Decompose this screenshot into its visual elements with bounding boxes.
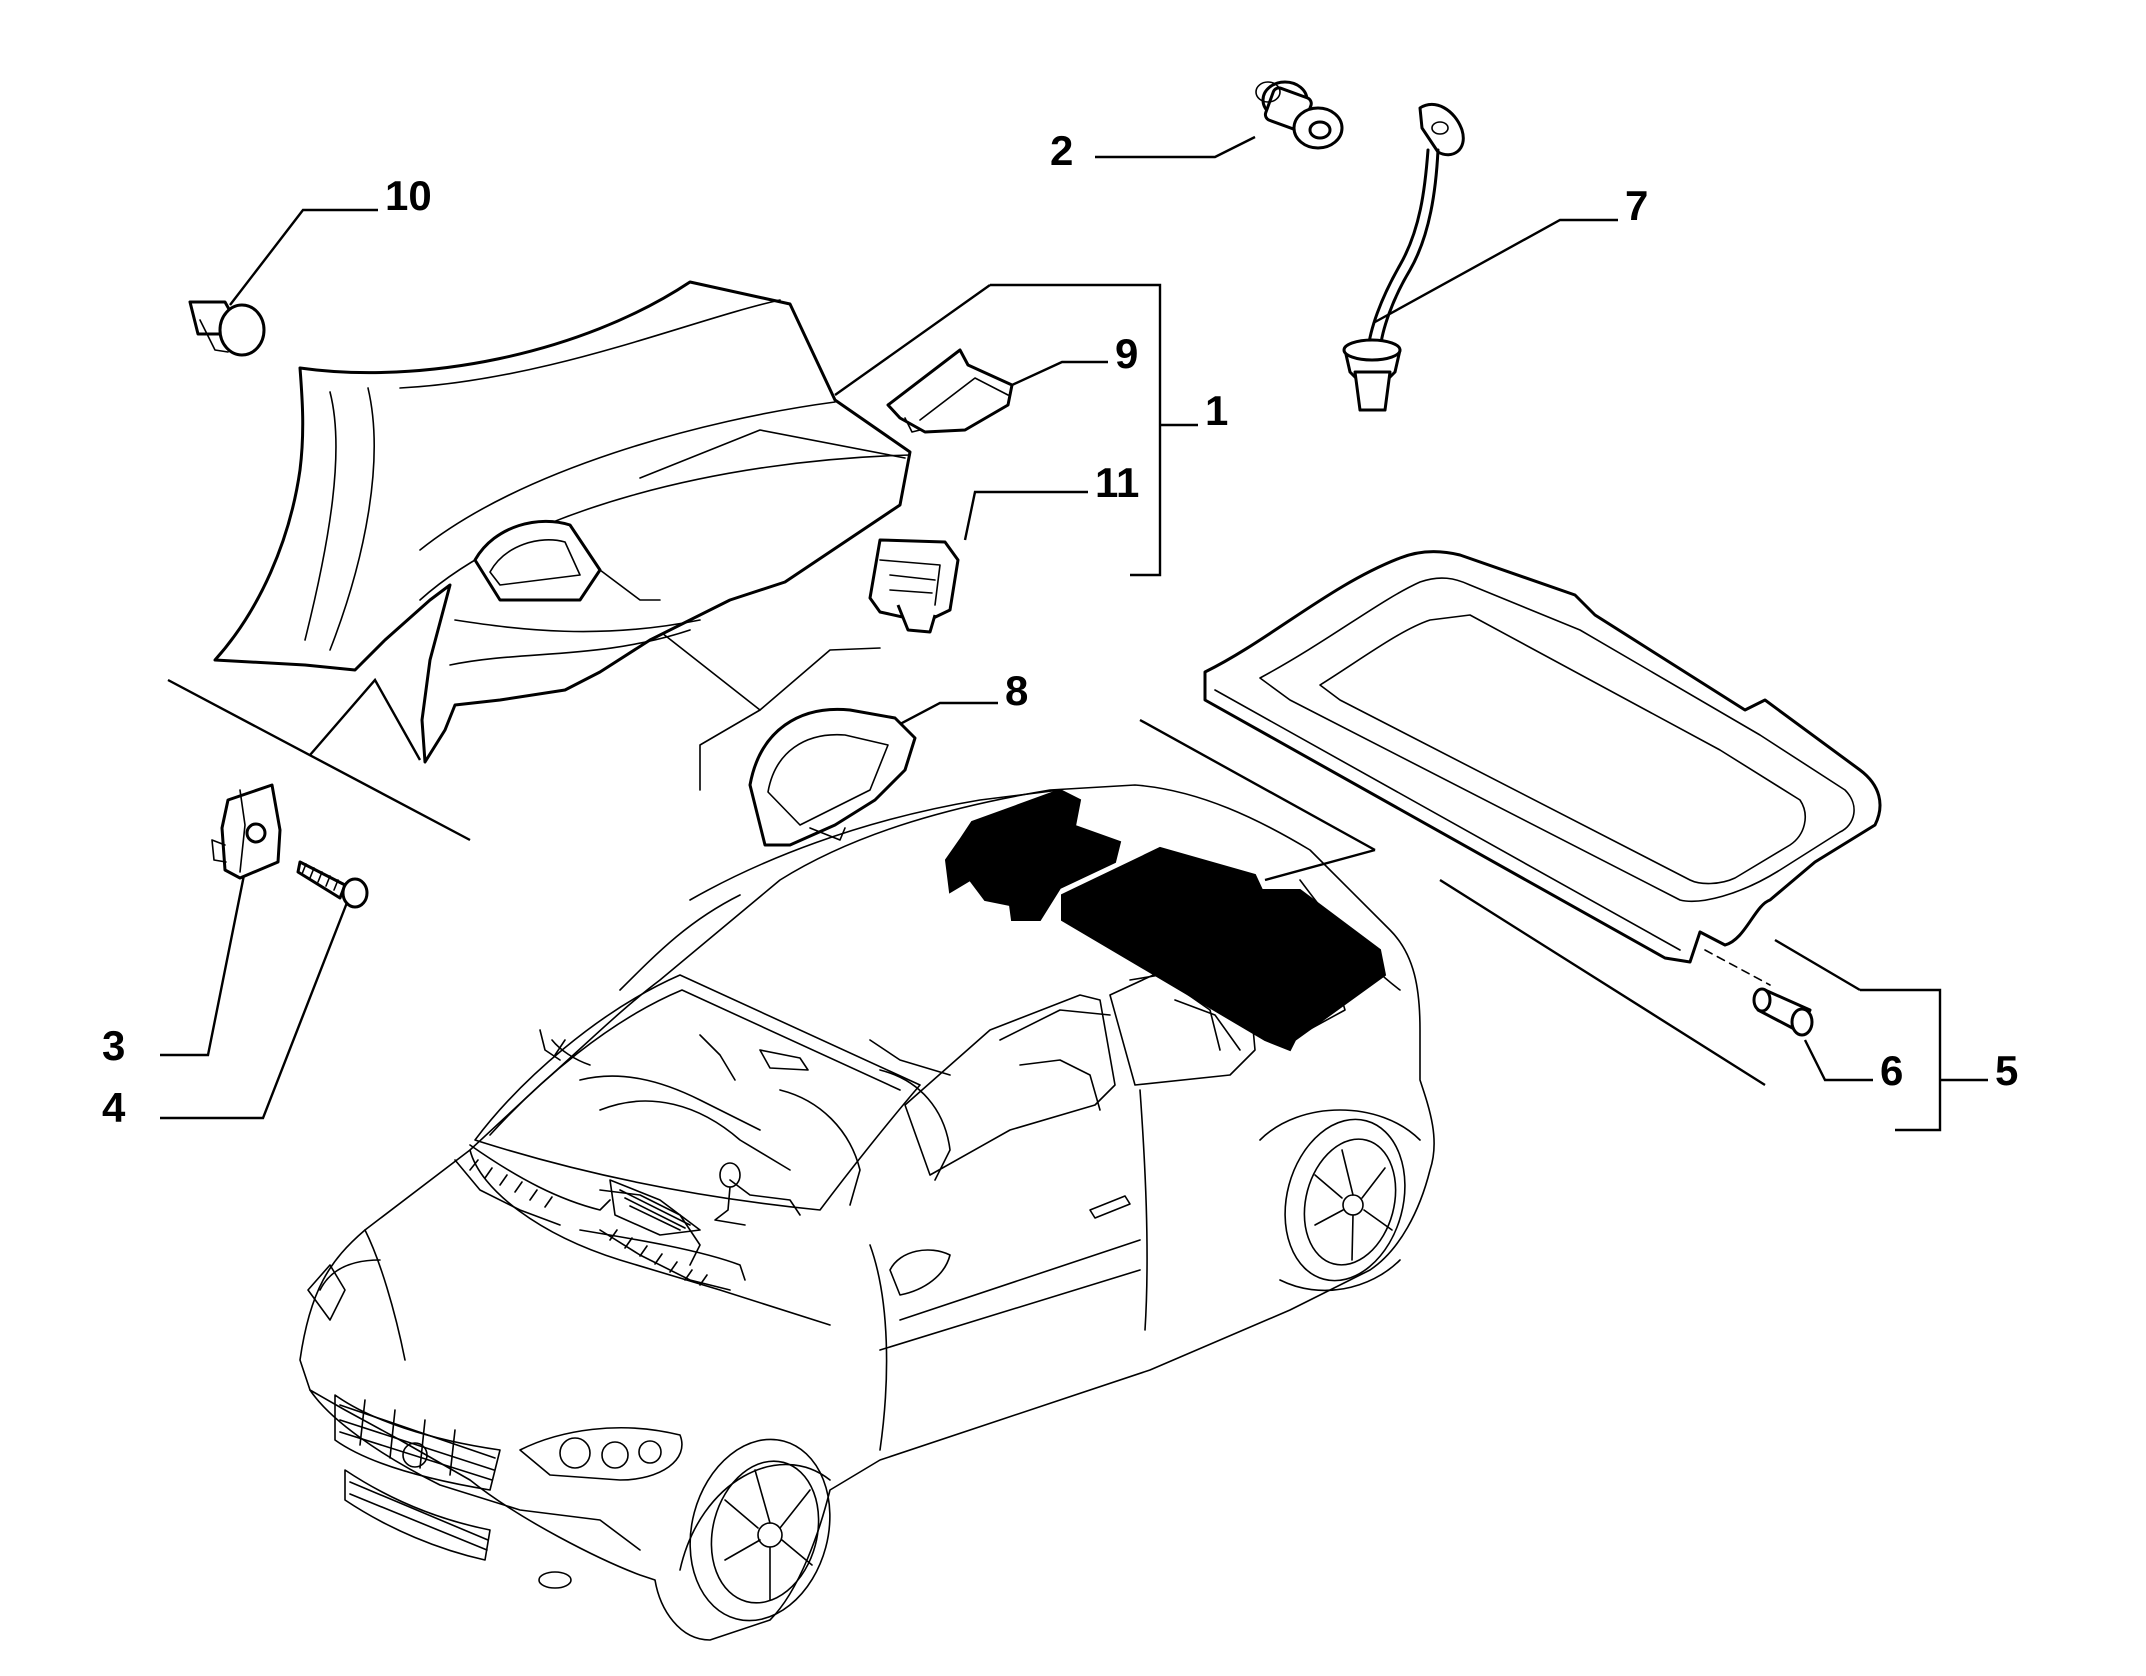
lower-grille xyxy=(344,1469,491,1561)
leader-lines xyxy=(160,135,1988,1132)
callout-label-4: 4 xyxy=(102,1084,126,1131)
connector-shelf-lower xyxy=(1439,878,1766,1087)
part-1-side-trim-panel xyxy=(213,280,912,764)
part-3-clip-nut xyxy=(211,783,282,880)
rear-view-mirror xyxy=(759,1049,809,1071)
door-line xyxy=(869,1244,888,1451)
leader-3 xyxy=(160,869,247,1057)
fog-lamp xyxy=(538,1571,572,1589)
connector-vent-b xyxy=(759,647,881,711)
bracket-5 xyxy=(1860,988,1942,1132)
part-6-pivot-pin xyxy=(1752,987,1814,1037)
headlight-right xyxy=(519,1427,683,1481)
bracket-1 xyxy=(990,283,1162,577)
leader-9 xyxy=(1011,360,1108,387)
side-window xyxy=(904,994,1116,1176)
front-wheel xyxy=(689,1438,831,1622)
badge xyxy=(402,1442,428,1468)
callout-label-11: 11 xyxy=(1095,459,1139,506)
headlight-left xyxy=(307,1264,346,1321)
windshield xyxy=(474,974,921,1211)
body-silhouette xyxy=(299,784,1435,1641)
leader-10 xyxy=(229,208,378,306)
callout-label-5: 5 xyxy=(1995,1047,2018,1094)
part-2-push-fastener xyxy=(1255,80,1344,150)
part-9-mounting-bracket xyxy=(886,348,1014,434)
connector-panel-mid xyxy=(309,677,422,761)
callout-label-9: 9 xyxy=(1115,330,1138,377)
leader-6 xyxy=(1803,1039,1873,1082)
callout-label-2: 2 xyxy=(1050,127,1073,174)
leader-7 xyxy=(1374,218,1618,324)
front-bumper xyxy=(309,1389,641,1551)
hood-line xyxy=(364,1229,406,1361)
callout-label-10: 10 xyxy=(385,172,432,219)
leader-11 xyxy=(963,490,1088,541)
gear-knob xyxy=(719,1162,741,1188)
center-console xyxy=(609,1179,701,1236)
connector-panel-left xyxy=(167,678,471,842)
shelf-centerline xyxy=(1704,949,1771,986)
leader-4 xyxy=(160,899,350,1120)
connector-shelf-upper xyxy=(1139,718,1376,852)
side-mirror xyxy=(889,1249,951,1296)
wiper-left xyxy=(469,1144,611,1211)
part-4-screw xyxy=(296,860,369,909)
callout-label-8: 8 xyxy=(1005,667,1028,714)
part-11-connector xyxy=(868,538,960,634)
connector-vent xyxy=(619,599,761,791)
part-5-parcel-shelf xyxy=(1203,550,1882,986)
leader-2 xyxy=(1095,135,1256,159)
part-8-vent-louver xyxy=(748,707,917,847)
roof-black-panel-b xyxy=(1061,846,1387,1052)
leader-8 xyxy=(884,701,998,734)
vehicle-outline xyxy=(299,784,1435,1641)
wiper-right xyxy=(579,1229,746,1281)
roof-black-panel-a xyxy=(944,788,1122,921)
callout-label-1: 1 xyxy=(1205,387,1228,434)
part-10-retaining-clip xyxy=(188,300,266,357)
callout-label-6: 6 xyxy=(1880,1047,1903,1094)
callout-label-3: 3 xyxy=(102,1022,125,1069)
door-handle xyxy=(1089,1195,1131,1219)
part-7-shelf-cord xyxy=(1342,102,1465,412)
leader-5-shelf xyxy=(1774,938,1861,992)
leader-1-panel xyxy=(834,284,991,396)
connector-shelf-to-car xyxy=(1264,848,1376,882)
callout-label-7: 7 xyxy=(1625,182,1648,229)
rear-wheel xyxy=(1284,1118,1406,1282)
